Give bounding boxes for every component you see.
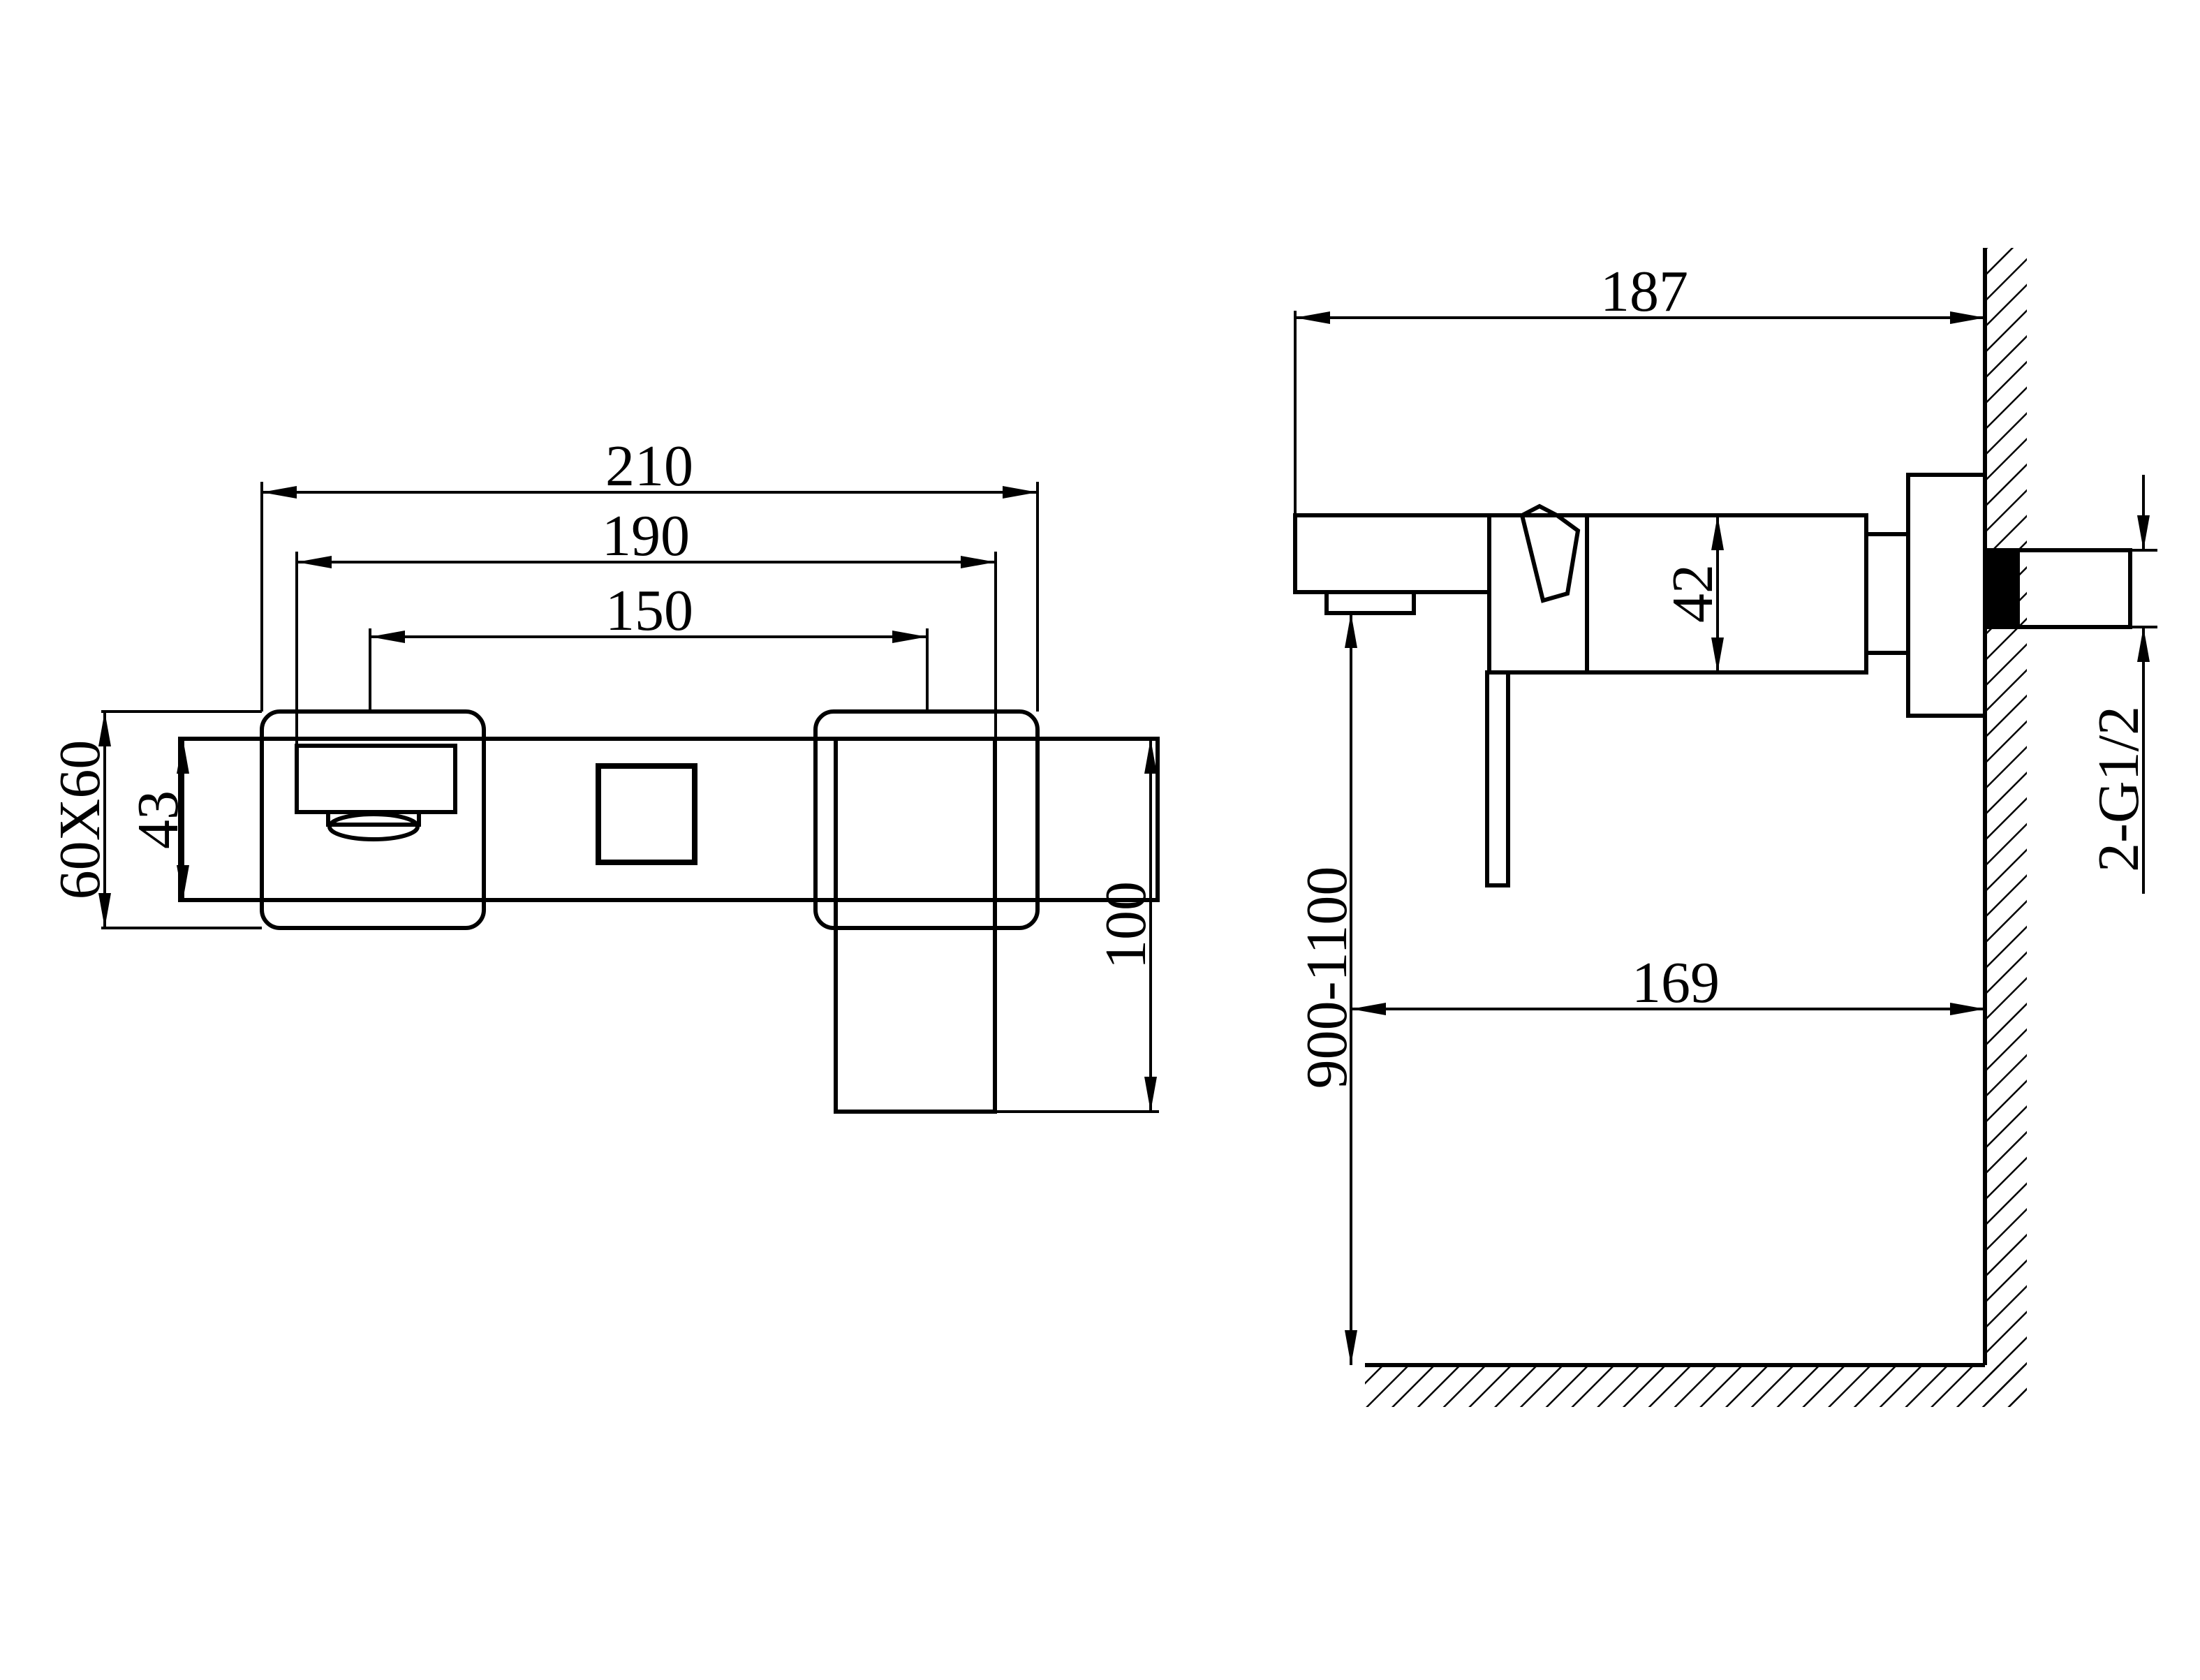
side-spout [1293,513,1491,594]
front-left-housing [295,744,457,814]
floor-hatch [1365,1363,2027,1407]
dim-label-60x60: 60X60 [47,740,112,900]
dim-label-150: 150 [605,578,693,643]
dim-line-60x60 [98,710,262,929]
dim-label-190: 190 [602,503,690,568]
diverter-knob-icon [326,810,421,841]
side-inlet-thread [1985,550,2020,627]
side-connector [1864,532,1910,655]
dim-line-190 [295,552,997,746]
dim-label-187: 187 [1600,259,1688,324]
dim-line-900-1100 [1345,613,1357,1365]
side-handle-lever [1485,670,1510,887]
front-center-square [596,763,697,865]
dim-label-900-1100: 900-1100 [1294,867,1359,1089]
dim-label-42: 42 [1660,564,1725,623]
dim-label-43: 43 [126,790,191,849]
dim-line-169 [1351,1003,1985,1015]
front-right-flange [813,709,1040,930]
dim-label-169: 169 [1632,950,1720,1015]
dim-line-187 [1294,311,1985,515]
side-handle-body [1487,513,1589,675]
front-left-flange [260,709,486,930]
dim-label-100: 100 [1093,881,1158,969]
dim-line-150 [369,628,929,712]
wall-hatch [1983,248,2027,1407]
dim-line-42 [1711,515,1724,672]
dim-line-2-g1-2 [2130,475,2157,894]
side-cylinder [1585,513,1868,675]
dim-label-2-g1-2: 2-G1/2 [2086,706,2151,872]
front-view: 210 190 150 60X60 [47,434,1160,1114]
side-spout-outlet [1324,590,1416,615]
side-wall-flange [1906,473,1987,718]
dim-line-210 [260,482,1039,712]
dim-line-100 [995,739,1159,1113]
dim-label-210: 210 [605,434,693,499]
side-view: 187 42 900-1100 169 [1293,248,2157,1407]
front-outlet-block [834,737,997,1114]
front-body [178,737,1160,902]
side-handle-cap [1519,503,1581,603]
dim-line-43 [177,739,189,900]
